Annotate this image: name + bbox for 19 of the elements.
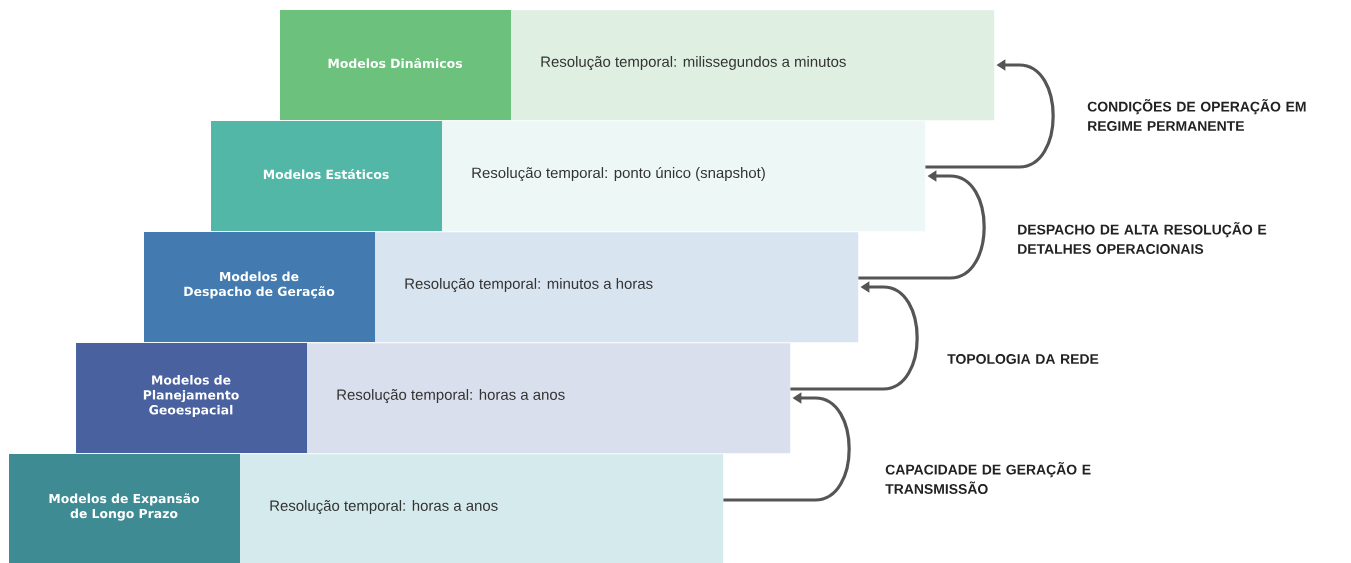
edge-label: TOPOLOGIA DA REDE — [947, 354, 1099, 364]
model-band — [76, 343, 791, 454]
model-band — [280, 10, 995, 121]
model-title: Modelos Dinâmicos — [328, 57, 462, 69]
model-title: Modelos de Expansão de Longo Prazo — [49, 493, 200, 521]
model-title: Modelos de Planejamento Geoespacial — [143, 375, 239, 417]
edge-label: DESPACHO DE ALTA RESOLUÇÃO E DETALHES OPERACIONAIS — [1018, 222, 1267, 254]
model-title: Modelos de Despacho de Geração — [184, 271, 335, 299]
edge-label: CAPACIDADE DE GERAÇÃO E TRANSMISSÃO — [885, 462, 1091, 494]
model-band — [211, 121, 926, 232]
resolution-text: Resolução temporal: milissegundos a minutos — [541, 56, 846, 70]
resolution-text: Resolução temporal: horas a anos — [270, 500, 498, 514]
resolution-text: Resolução temporal: ponto único (snapshot) — [472, 166, 765, 182]
model-band — [9, 454, 724, 563]
edge-label: CONDIÇÕES DE OPERAÇÃO EM REGIME PERMANENTE — [1087, 99, 1306, 131]
resolution-text: Resolução temporal: horas a anos — [337, 389, 565, 403]
model-title: Modelos Estáticos — [263, 168, 389, 180]
resolution-text: Resolução temporal: minutos a horas — [405, 278, 653, 292]
model-band — [144, 232, 859, 343]
